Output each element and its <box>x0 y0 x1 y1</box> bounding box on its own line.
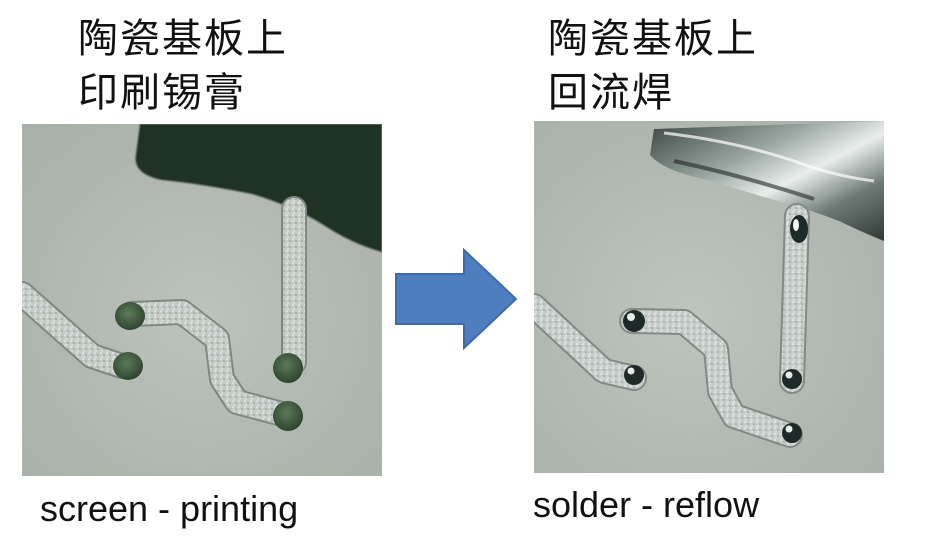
left-title: 陶瓷基板上 印刷锡膏 <box>78 12 288 120</box>
screen-printing-caption: screen - printing <box>40 488 299 529</box>
left-title-line-2: 印刷锡膏 <box>78 70 246 116</box>
left-title-line-1: 陶瓷基板上 <box>78 16 288 62</box>
right-title: 陶瓷基板上 回流焊 <box>548 12 758 120</box>
screen-printing-photo <box>22 124 382 476</box>
solder-reflow-photo <box>534 121 884 473</box>
right-title-line-2: 回流焊 <box>548 70 674 116</box>
right-title-line-1: 陶瓷基板上 <box>548 16 758 62</box>
right-arrow-icon <box>395 248 518 350</box>
solder-reflow-caption: solder - reflow <box>533 484 760 525</box>
